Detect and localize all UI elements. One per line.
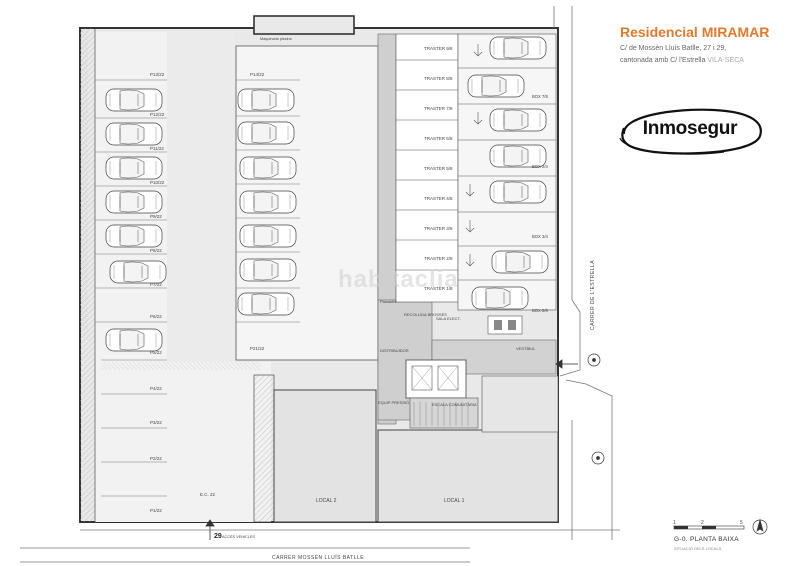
label-local-2: LOCAL 2	[316, 498, 337, 504]
entry-number: 29	[214, 533, 222, 540]
street-right: CARRER DE L'ESTRELLA	[590, 260, 596, 330]
logo-text: Inmosegur	[642, 118, 738, 139]
label-parking: P10/22	[150, 180, 165, 185]
label-storage: TRASTER 7/8	[424, 106, 453, 111]
plan-title: G-0. PLANTA BAIXA	[674, 536, 739, 543]
label-pool-machinery: Maquinaria piscina	[260, 37, 293, 41]
label-distributor: DISTRIBUIDOR	[380, 348, 409, 353]
label-stair: ESCALA COMUNITÀRIA	[432, 402, 477, 407]
address-street: cantonada amb C/ l'Estrella	[620, 57, 706, 64]
stall-arrows	[465, 44, 483, 267]
label-parking: P14/22	[250, 72, 265, 77]
label-storage: TRASTER 6/8	[424, 136, 453, 141]
label-parking: P5/22	[150, 350, 162, 355]
label-electric: SALA ELECT.	[436, 316, 461, 321]
address-town: VILA-SECA	[707, 57, 744, 64]
central-corridor	[377, 33, 557, 429]
label-passage: Passadís	[380, 299, 396, 304]
scale-bar	[673, 525, 745, 530]
label-pressure-group: EQUIP PRESSIÓ	[378, 400, 409, 405]
scale-label: 5	[740, 520, 743, 526]
bottom-street-edge	[20, 529, 620, 563]
hatched-walls	[79, 27, 275, 523]
label-box: BOX 2/4	[532, 164, 548, 169]
label-parking: P8/22	[150, 248, 162, 253]
label-parking: P2/22	[150, 456, 162, 461]
label-parking: P9/22	[150, 214, 162, 219]
address-line-2: cantonada amb C/ l'Estrella VILA-SECA	[620, 57, 744, 64]
label-parking: P21/22	[250, 346, 265, 351]
right-arrow-icon	[555, 359, 578, 369]
watermark: habitaclia	[338, 266, 459, 293]
label-parking: P4/22	[150, 386, 162, 391]
label-storage: TRASTER 8/8	[424, 76, 453, 81]
cars-middle	[237, 88, 297, 316]
address-line-1: C/ de Mossèn Lluís Batlle, 27 i 29,	[620, 45, 727, 52]
plan-subtitle: SITUACIÓ DELS LOCALS	[674, 546, 722, 551]
label-storage: TRASTER 2/8	[424, 256, 453, 261]
label-parking: P13/22	[150, 72, 165, 77]
label-parking: P6/22	[150, 314, 162, 319]
inmosegur-logo: Inmosegur	[614, 104, 766, 158]
logo-swoosh-icon	[619, 108, 762, 155]
scale-label: 2	[701, 520, 704, 526]
label-parking: P7/22	[150, 282, 162, 287]
label-storage: TRASTER 3/8	[424, 226, 453, 231]
label-parking: P11/22	[150, 146, 164, 151]
brand-title: Residencial MIRAMAR	[620, 24, 770, 40]
label-storage: TRASTER 4/8	[424, 196, 453, 201]
label-parking: P1/22	[150, 508, 162, 513]
label-lobby: VESTÍBUL	[516, 346, 536, 351]
label-local-1: LOCAL 1	[444, 498, 465, 504]
parking-stalls	[95, 79, 300, 497]
column-marker-icon	[587, 353, 605, 465]
locals	[273, 375, 559, 523]
entry-label: ACCÉS VEHICLES	[222, 534, 255, 539]
street-bottom: CARRER MOSSÈN LLUÍS BATLLE	[272, 554, 364, 561]
label-box: BOX 8/8	[532, 308, 548, 313]
label-parking: P12/22	[150, 112, 165, 117]
right-street-edge	[553, 6, 613, 540]
label-waste: RECOLLIDA BROSSES	[404, 312, 447, 317]
label-storage: TRASTER 5/8	[424, 166, 453, 171]
north-arrow-icon	[752, 518, 768, 535]
label-box: BOX 7/8	[532, 94, 548, 99]
entry-arrow-icon	[205, 519, 215, 540]
label-box: BOX 3/4	[532, 234, 548, 239]
label-parking: P3/22	[150, 420, 162, 425]
label-storage: TRASTER 1/8	[424, 286, 453, 291]
scale-label: 1	[673, 520, 676, 526]
label-ramp: E.C. 22	[200, 492, 216, 497]
label-storage: TRASTER 9/8	[424, 46, 453, 51]
